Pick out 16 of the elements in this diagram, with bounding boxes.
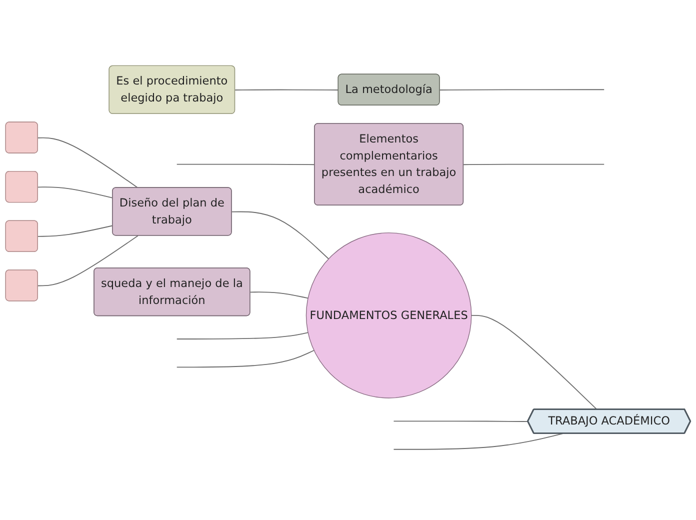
connector [38, 235, 138, 286]
connector [234, 89, 339, 90]
node-circle: FUNDAMENTOS GENERALES [306, 232, 472, 398]
connector [470, 314, 598, 410]
connector [231, 211, 330, 260]
connector [38, 137, 138, 188]
connector [176, 332, 308, 340]
connector [38, 186, 114, 198]
connector [176, 350, 314, 368]
connector [176, 164, 316, 166]
connector [38, 225, 114, 237]
connector [393, 420, 529, 422]
connector [463, 164, 605, 166]
connector [393, 433, 564, 450]
connector [439, 89, 605, 90]
connector [250, 292, 308, 299]
